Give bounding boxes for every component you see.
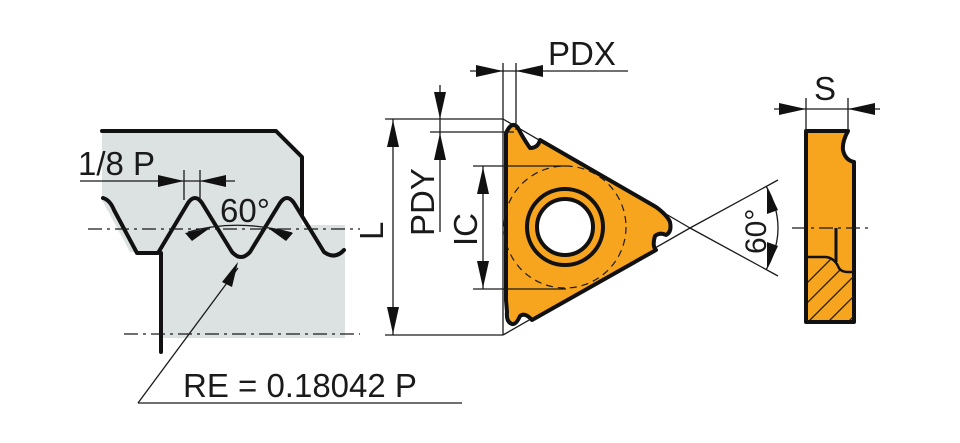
angle-extension-lower xyxy=(689,227,779,277)
pitch-fraction-label: 1/8 P xyxy=(78,145,155,182)
thread-profile-line xyxy=(101,196,346,259)
radius-leader xyxy=(137,267,239,404)
arrow-icon xyxy=(200,175,226,187)
thread-angle-arc xyxy=(187,224,293,234)
insert-bore-outer xyxy=(525,187,605,267)
side-view-body xyxy=(804,129,856,324)
inscribed-circle xyxy=(503,165,627,289)
arrow-icon xyxy=(222,262,238,287)
insert-top-view: PDX L PDY IC 60° xyxy=(353,35,779,336)
angle-extension-upper xyxy=(689,179,779,229)
arrow-icon xyxy=(434,92,446,119)
pdx-label: PDX xyxy=(548,35,616,72)
arrow-icon xyxy=(476,65,503,77)
arrow-icon xyxy=(848,103,875,115)
arrow-icon xyxy=(158,175,184,187)
arrow-icon xyxy=(779,103,806,115)
arrow-icon xyxy=(477,261,489,288)
l-label: L xyxy=(353,222,390,240)
insert-bore xyxy=(535,197,595,257)
arrow-icon xyxy=(477,167,489,194)
arrow-icon xyxy=(767,242,778,269)
arrow-icon xyxy=(767,187,778,214)
section-profile-line xyxy=(808,255,854,274)
radius-formula-label: RE = 0.18042 P xyxy=(183,367,417,404)
arrow-icon xyxy=(185,228,210,241)
arrow-icon xyxy=(268,228,293,241)
arrow-icon xyxy=(434,133,446,160)
pdy-label: PDY xyxy=(404,168,441,236)
arrow-icon xyxy=(516,65,543,77)
s-label: S xyxy=(814,70,836,107)
included-angle-label: 60° xyxy=(740,209,773,254)
thread-angle-label: 60° xyxy=(220,192,270,229)
thread-profile-view: 1/8 P 60° RE = 0.18042 P xyxy=(78,129,462,404)
insert-side-view: S xyxy=(774,70,880,324)
holder-outline xyxy=(100,129,304,217)
arrow-icon xyxy=(387,120,399,147)
ic-label: IC xyxy=(447,213,484,246)
arrow-icon xyxy=(387,307,399,334)
